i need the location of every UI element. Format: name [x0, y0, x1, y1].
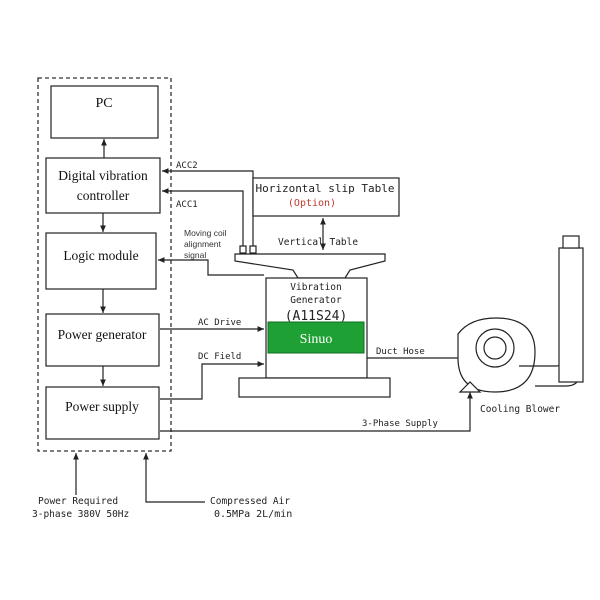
three-phase-supply-line	[160, 392, 473, 432]
power-generator-label: Power generator	[58, 327, 147, 342]
controller-label-line2: controller	[77, 188, 130, 203]
blower-stand	[458, 381, 482, 393]
compressed-air-label: Compressed Air	[210, 496, 290, 507]
slip-table-block	[252, 177, 400, 217]
pc-label: PC	[95, 96, 112, 111]
vertical-table-label: Vertical Table	[278, 237, 358, 248]
air-spec-label: 0.5MPa 2L/min	[214, 509, 292, 520]
controller-label-line1: Digital vibration	[58, 168, 148, 183]
air-input-arrow	[143, 453, 205, 503]
generator-label-line1: Vibration	[290, 282, 341, 293]
blower-wheel-outer	[475, 328, 515, 368]
acc1-signal-line	[162, 188, 244, 247]
sensor-block-left	[239, 245, 247, 254]
slip-table-label: Horizontal slip Table	[255, 182, 394, 195]
power-required-label: Power Required	[38, 496, 118, 507]
power-supply-label: Power supply	[65, 399, 139, 414]
moving-coil-signal-line	[158, 257, 264, 276]
moving-coil-label-line2: alignment	[184, 239, 221, 249]
logic-module-block	[45, 232, 157, 290]
sensor-block-right	[249, 245, 257, 254]
ac-drive-label: AC Drive	[198, 318, 241, 328]
dc-field-label: DC Field	[198, 352, 241, 362]
slip-option-label: (Option)	[288, 198, 336, 209]
sinuo-brand-band	[267, 321, 365, 354]
generator-label-line2: Generator	[290, 295, 342, 306]
three-phase-supply-label: 3-Phase Supply	[362, 419, 438, 429]
duct-hose-label: Duct Hose	[376, 347, 425, 357]
controller-block	[45, 157, 161, 214]
logic-module-label: Logic module	[63, 248, 138, 263]
power-generator-block	[45, 313, 160, 367]
acc2-signal-line	[162, 168, 254, 247]
blower-wheel-inner	[483, 336, 507, 360]
control-cabinet-boundary	[37, 77, 172, 452]
blower-stack	[558, 247, 584, 383]
dc-field-line	[160, 361, 264, 400]
moving-coil-label-line3: signal	[184, 250, 206, 260]
pc-block	[50, 85, 159, 139]
model-label: (A11S24)	[285, 309, 348, 324]
moving-coil-label-line1: Moving coil	[184, 228, 227, 238]
sinuo-brand-label: Sinuo	[300, 332, 333, 347]
generator-base	[238, 377, 391, 398]
blower-stack-cap	[562, 235, 580, 249]
acc1-label: ACC1	[176, 200, 198, 210]
power-supply-block	[45, 386, 160, 440]
cooling-blower-label: Cooling Blower	[480, 404, 560, 415]
acc2-label: ACC2	[176, 161, 198, 171]
power-spec-label: 3-phase 380V 50Hz	[32, 509, 129, 520]
